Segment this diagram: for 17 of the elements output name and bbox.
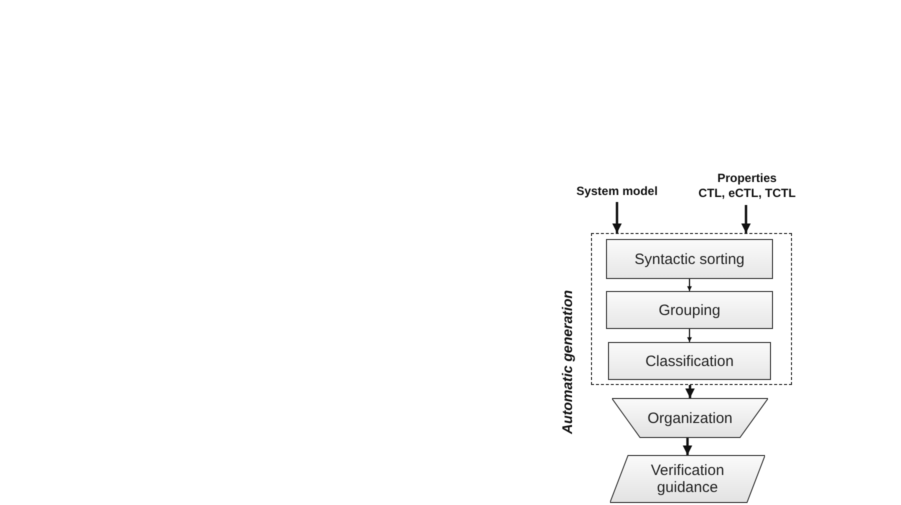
arrow — [612, 202, 622, 233]
step-label: Verification guidance — [650, 462, 726, 496]
trapezoid-box — [612, 398, 768, 438]
process-box: Grouping — [606, 291, 773, 329]
input-label: CTL, eCTL, TCTL — [697, 186, 797, 201]
arrow — [687, 279, 692, 291]
group-label: Automatic generation — [558, 290, 575, 434]
arrow — [685, 385, 695, 398]
step-label: Organization — [647, 410, 733, 426]
arrow — [687, 329, 692, 342]
process-box: Syntactic sorting — [606, 239, 773, 279]
arrow — [682, 438, 692, 455]
process-box: Classification — [608, 342, 771, 380]
input-label: System model — [575, 184, 659, 199]
input-label: Properties — [716, 171, 778, 186]
arrow — [741, 205, 751, 233]
parallelogram-box — [610, 455, 765, 503]
